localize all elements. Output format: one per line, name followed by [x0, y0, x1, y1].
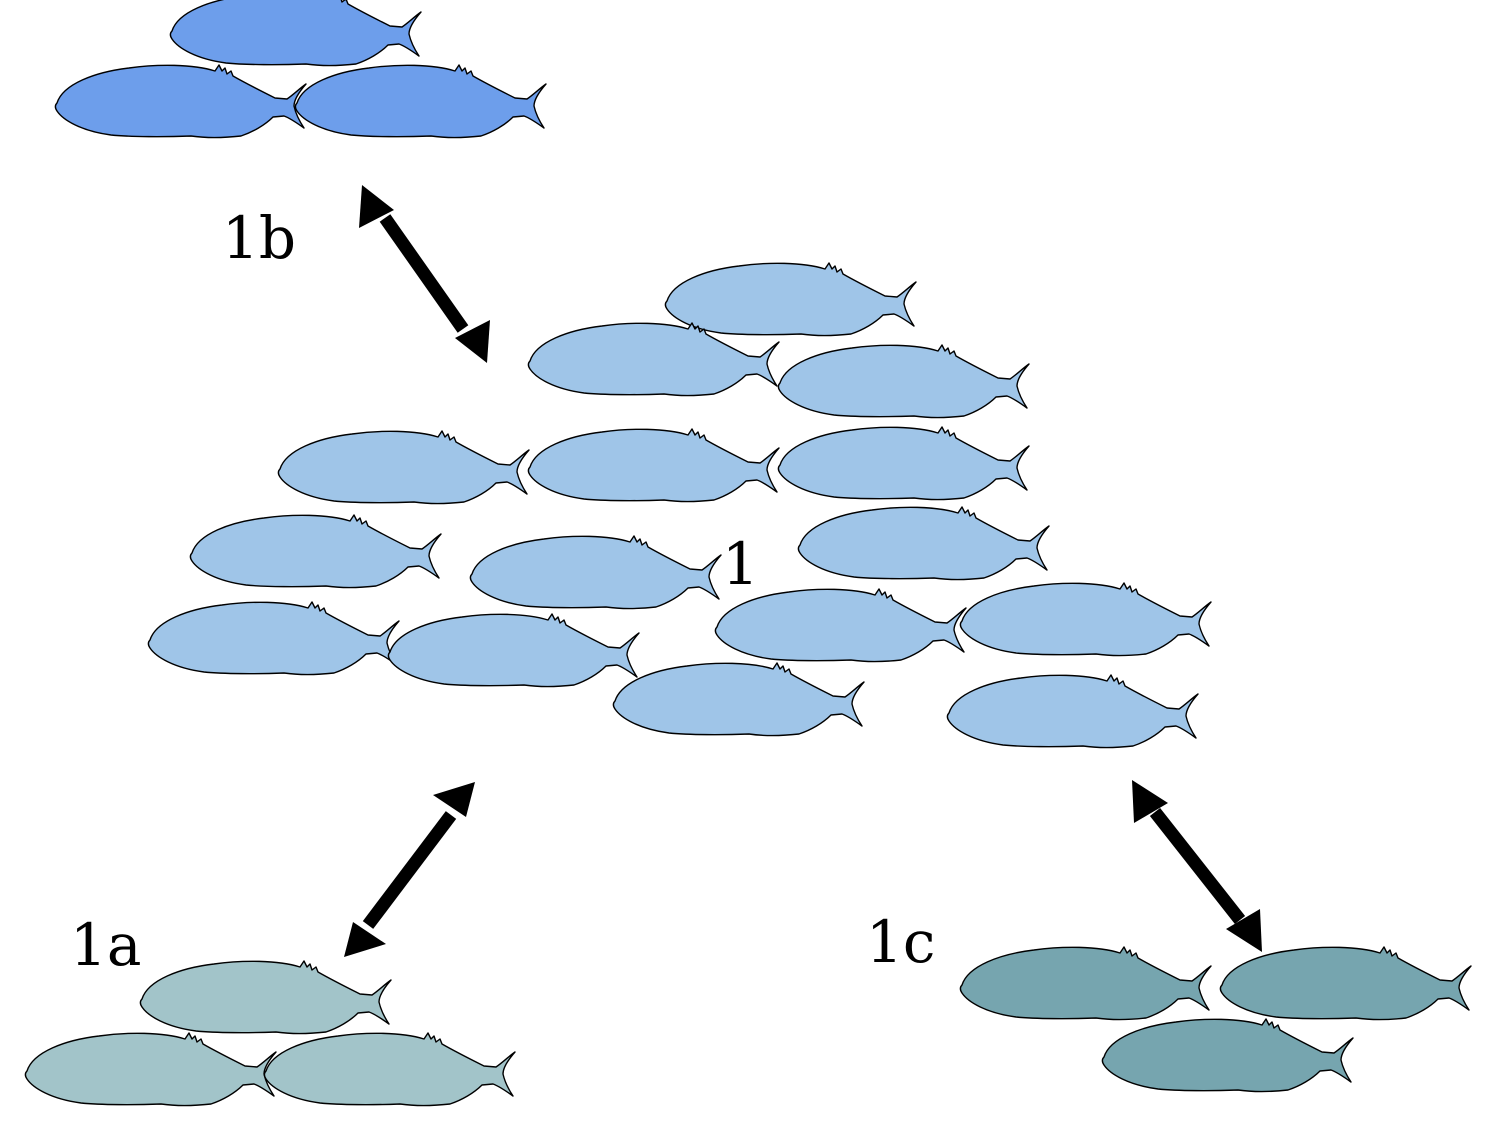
arrow-1c-head-start	[1132, 780, 1168, 823]
fish-icon	[959, 946, 1212, 1021]
fish-icon	[612, 662, 865, 737]
fish-icon	[777, 344, 1030, 419]
arrow-1c-head-end	[1226, 909, 1262, 952]
fish-school-b	[54, 0, 547, 139]
arrow-1a-shaft	[362, 811, 457, 929]
arrows	[344, 185, 1262, 957]
arrow-1b-head-start	[359, 185, 394, 228]
arrow-1b-to-1	[359, 185, 490, 363]
arrow-1-to-1c	[1132, 780, 1262, 952]
fish-icon	[24, 1032, 277, 1107]
fish-icon	[797, 506, 1050, 581]
fish-icon	[664, 262, 917, 337]
fish-icon	[147, 601, 400, 676]
label-1c: 1c	[866, 908, 935, 976]
fish-icon	[387, 613, 640, 688]
arrow-1a-head-start	[433, 782, 475, 817]
fish-icon	[277, 430, 530, 505]
fish-icon	[946, 674, 1199, 749]
fish-school-c	[959, 946, 1472, 1093]
arrow-1b-head-end	[455, 320, 490, 363]
fish-school-main	[147, 262, 1212, 749]
fish-icon	[1219, 946, 1472, 1021]
fish-schools	[24, 0, 1472, 1107]
fish-icon	[1101, 1018, 1354, 1093]
label-1: 1	[722, 530, 759, 598]
fish-icon	[139, 960, 392, 1035]
arrow-1c-shaft	[1149, 807, 1246, 925]
fish-icon	[777, 426, 1030, 501]
fish-icon	[263, 1032, 516, 1107]
fish-icon	[294, 64, 547, 139]
fish-icon	[527, 428, 780, 503]
arrow-1a-head-end	[344, 922, 386, 957]
label-1a: 1a	[70, 911, 141, 979]
fish-icon	[189, 514, 442, 589]
fish-icon	[169, 0, 422, 67]
fish-icon	[959, 582, 1212, 657]
labels: 1b 1 1a 1c	[70, 204, 935, 979]
fish-icon	[714, 588, 967, 663]
fish-icon	[469, 535, 722, 610]
fish-school-a	[24, 960, 516, 1107]
fish-icon	[54, 64, 307, 139]
label-1b: 1b	[222, 204, 296, 272]
arrow-1b-shaft	[379, 214, 469, 333]
arrow-1-to-1a	[344, 782, 475, 957]
fish-icon	[527, 322, 780, 397]
